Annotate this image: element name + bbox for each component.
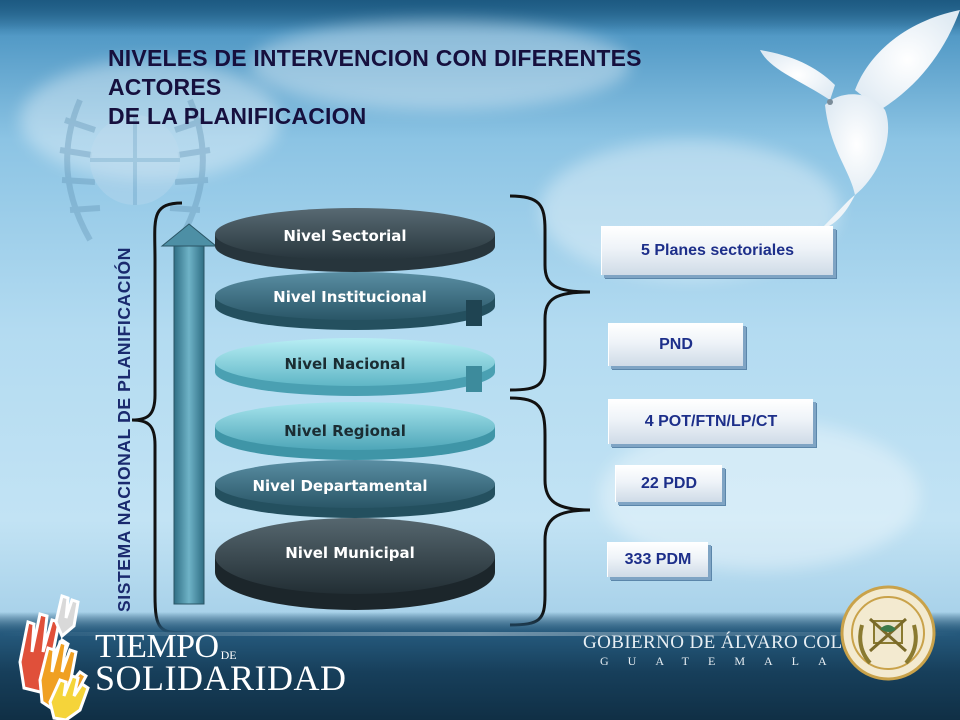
box-pdd: 22 PDD (615, 465, 722, 502)
right-brace-upper (509, 194, 591, 392)
level-disk-municipal (215, 518, 495, 610)
box-planes-sectoriales: 5 Planes sectoriales (601, 226, 833, 275)
cloud (250, 20, 630, 110)
box-pdm: 333 PDM (607, 542, 708, 577)
level-label-sectorial: Nivel Sectorial (283, 227, 406, 245)
box-pnd: PND (608, 323, 743, 366)
footer-band (0, 612, 960, 720)
guatemala-seal-icon (840, 585, 936, 681)
brand-line-1-small: DE (220, 648, 237, 662)
brand-line-1: TIEMPO (95, 628, 219, 665)
level-label-departamental: Nivel Departamental (252, 477, 427, 495)
upward-arrow-icon (160, 223, 218, 605)
level-label-regional: Nivel Regional (284, 422, 406, 440)
level-label-nacional: Nivel Nacional (285, 355, 406, 373)
title-line-3: DE LA PLANIFICACION (108, 103, 367, 129)
level-disk-sectorial (215, 208, 495, 272)
right-brace-lower (509, 396, 591, 627)
colored-hands-logo-icon (18, 594, 90, 720)
level-disk-nacional (215, 338, 495, 396)
level-label-institucional: Nivel Institucional (273, 288, 427, 306)
dove-icon (760, 10, 960, 230)
level-label-municipal: Nivel Municipal (285, 544, 414, 562)
level-disk-departamental (215, 460, 495, 518)
gov-country: GUATEMALA (600, 654, 846, 668)
footer-stripe (0, 632, 960, 636)
title-line-2: ACTORES (108, 74, 222, 100)
slide-title: NIVELES DE INTERVENCION CON DIFERENTES A… (108, 44, 768, 131)
brand-solidaridad: SOLIDARIDAD (95, 658, 347, 698)
box-pot-ftn-lp-ct: 4 POT/FTN/LP/CT (608, 399, 813, 444)
coat-of-arms-watermark-icon (59, 98, 211, 242)
title-line-1: NIVELES DE INTERVENCION CON DIFERENTES (108, 45, 642, 71)
cloud (20, 60, 280, 180)
gov-name: GOBIERNO DE ÁLVARO COLOM (583, 632, 874, 653)
sky-band (0, 0, 960, 36)
level-disk-institucional (215, 272, 495, 330)
level-disk-regional (215, 402, 495, 460)
